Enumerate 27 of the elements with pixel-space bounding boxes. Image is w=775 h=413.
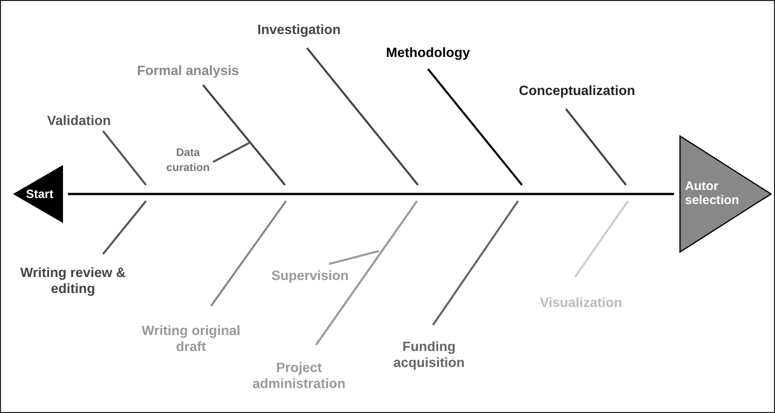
bone-line: [212, 142, 250, 163]
bone-line: [328, 250, 380, 265]
bone-label: Investigation: [257, 22, 341, 38]
spine-line: [68, 192, 674, 196]
start-label: Start: [26, 187, 54, 201]
bone-label: Visualization: [540, 295, 622, 311]
bone-label: Formal analysis: [136, 63, 240, 79]
bone-label: Funding acquisition: [384, 339, 474, 371]
bone-label: Supervision: [271, 268, 349, 284]
bone-line: [565, 108, 627, 186]
bone-line: [315, 200, 418, 346]
bone-label: Methodology: [386, 45, 470, 61]
bone-label: Writing original draft: [141, 323, 241, 355]
bone-line: [306, 47, 419, 186]
goal-label: Autor selection: [685, 179, 740, 207]
bone-label: Writing review & editing: [18, 265, 128, 297]
bone-line: [432, 200, 519, 326]
bone-line: [574, 200, 629, 278]
bone-line: [102, 130, 147, 186]
bone-label: Project administration: [244, 360, 354, 392]
bone-line: [427, 68, 523, 186]
bone-line: [202, 84, 286, 186]
bone-line: [210, 200, 287, 307]
bone-label: Validation: [47, 113, 111, 129]
bone-label: Conceptualization: [518, 83, 636, 99]
bone-label: Data curation: [162, 146, 214, 176]
bone-line: [102, 200, 147, 255]
